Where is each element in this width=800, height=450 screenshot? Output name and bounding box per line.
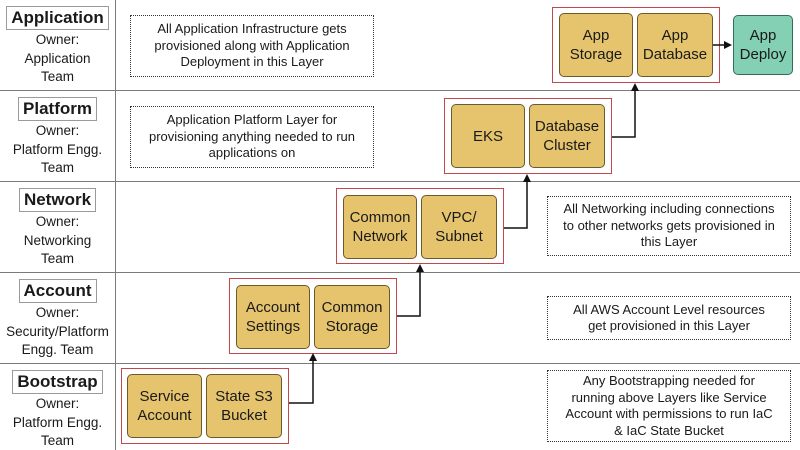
- layer-label-network: Network Owner: Networking Team: [0, 184, 115, 268]
- note-line: provisioning anything needed to run: [149, 128, 355, 144]
- note-account: All AWS Account Level resources get prov…: [547, 296, 791, 340]
- note-line: provisioned along with Application: [154, 37, 350, 53]
- app-deploy-box: App Deploy: [733, 15, 793, 75]
- app-storage-box: App Storage: [559, 13, 633, 77]
- layer-owner-line: Platform Engg.: [12, 414, 103, 430]
- note-line: All Networking including connections: [563, 201, 775, 217]
- arrow-network-to-platform: [504, 174, 531, 229]
- database-cluster-box: Database Cluster: [529, 104, 605, 168]
- account-settings-box: Account Settings: [236, 285, 310, 349]
- app-database-box: App Database: [637, 13, 713, 77]
- component-label-line: App: [582, 27, 610, 44]
- note-line: get provisioned in this Layer: [588, 318, 750, 333]
- common-network-box: Common Network: [343, 195, 417, 259]
- component-label-line: Common: [321, 299, 383, 316]
- note-line: to other networks gets provisioned in: [563, 217, 775, 233]
- network-group: [336, 188, 504, 264]
- layer-owner-line: Team: [40, 433, 74, 448]
- component-label-line: VPC/: [441, 209, 477, 226]
- layer-title: Application: [6, 6, 109, 30]
- component-label-line: Subnet: [435, 228, 483, 245]
- note-line: Deployment in this Layer: [180, 54, 324, 70]
- note-line: Application Platform Layer for: [166, 112, 338, 128]
- bootstrap-group: [121, 368, 289, 444]
- component-label-line: State S3: [215, 388, 273, 405]
- layer-title: Platform: [18, 97, 97, 121]
- component-label-line: App: [661, 27, 689, 44]
- note-line: All AWS Account Level resources: [573, 301, 765, 317]
- arrow-account-to-network: [397, 264, 424, 317]
- layer-owner-line: Platform Engg.: [12, 141, 103, 157]
- row-divider: [0, 272, 800, 273]
- note-line: Account with permissions to run IaC: [565, 406, 773, 421]
- layer-title: Bootstrap: [12, 370, 103, 394]
- common-storage-box: Common Storage: [314, 285, 390, 349]
- note-line: & IaC State Bucket: [614, 422, 724, 438]
- component-label-line: Database: [642, 46, 708, 63]
- component-label-line: App: [749, 27, 777, 44]
- component-label-line: Bucket: [221, 407, 267, 424]
- service-account-box: Service Account: [127, 374, 202, 438]
- platform-group: [444, 98, 612, 174]
- layer-owner-line: Application: [24, 50, 91, 66]
- layer-owner-line: Team: [40, 160, 74, 175]
- layer-label-bootstrap: Bootstrap Owner: Platform Engg. Team: [0, 366, 115, 450]
- note-network: All Networking including connections to …: [547, 196, 791, 256]
- component-label-line: EKS: [472, 127, 503, 145]
- layer-owner-line: Owner:: [35, 123, 80, 138]
- row-divider: [0, 363, 800, 364]
- layer-owner-line: Team: [40, 69, 74, 84]
- vpc-subnet-box: VPC/ Subnet: [421, 195, 497, 259]
- eks-box: EKS: [451, 104, 525, 168]
- layer-label-account: Account Owner: Security/Platform Engg. T…: [0, 275, 115, 359]
- state-s3-bucket-box: State S3 Bucket: [206, 374, 282, 438]
- component-label-line: Storage: [569, 46, 623, 63]
- component-label-line: Account: [137, 407, 192, 424]
- note-line: Any Bootstrapping needed for: [582, 373, 755, 388]
- note-bootstrap: Any Bootstrapping needed for running abo…: [547, 370, 791, 442]
- component-label-line: Storage: [325, 318, 379, 335]
- layer-title: Network: [18, 188, 97, 212]
- component-label-line: Service: [139, 388, 190, 405]
- layer-owner-line: Security/Platform: [6, 323, 109, 339]
- row-divider: [0, 181, 800, 182]
- row-divider: [0, 90, 800, 91]
- layer-owner-line: Team: [40, 251, 74, 266]
- layer-owner-line: Networking: [23, 232, 92, 248]
- label-column-divider: [115, 0, 116, 450]
- layer-label-application: Application Owner: Application Team: [0, 2, 115, 86]
- component-label-line: Database: [534, 118, 600, 135]
- note-line: All Application Infrastructure gets: [157, 21, 347, 37]
- note-line: applications on: [208, 145, 296, 161]
- layer-owner-line: Engg. Team: [21, 342, 94, 357]
- component-label-line: Network: [352, 228, 408, 245]
- component-label-line: Cluster: [543, 137, 591, 154]
- layer-owner-line: Owner:: [35, 32, 80, 47]
- layer-label-platform: Platform Owner: Platform Engg. Team: [0, 93, 115, 177]
- component-label-line: Common: [349, 209, 411, 226]
- layer-owner-line: Owner:: [35, 305, 80, 320]
- note-platform: Application Platform Layer for provision…: [130, 106, 374, 168]
- component-label-line: Settings: [245, 318, 301, 335]
- component-label-line: Deploy: [739, 46, 787, 63]
- layer-title: Account: [18, 279, 97, 303]
- note-line: this Layer: [640, 234, 698, 250]
- note-line: running above Layers like Service: [571, 389, 767, 405]
- layer-owner-line: Owner:: [35, 214, 80, 229]
- note-application: All Application Infrastructure gets prov…: [130, 15, 374, 77]
- layer-owner-line: Owner:: [35, 396, 80, 411]
- component-label-line: Account: [245, 299, 301, 316]
- arrow-platform-to-application: [612, 83, 639, 138]
